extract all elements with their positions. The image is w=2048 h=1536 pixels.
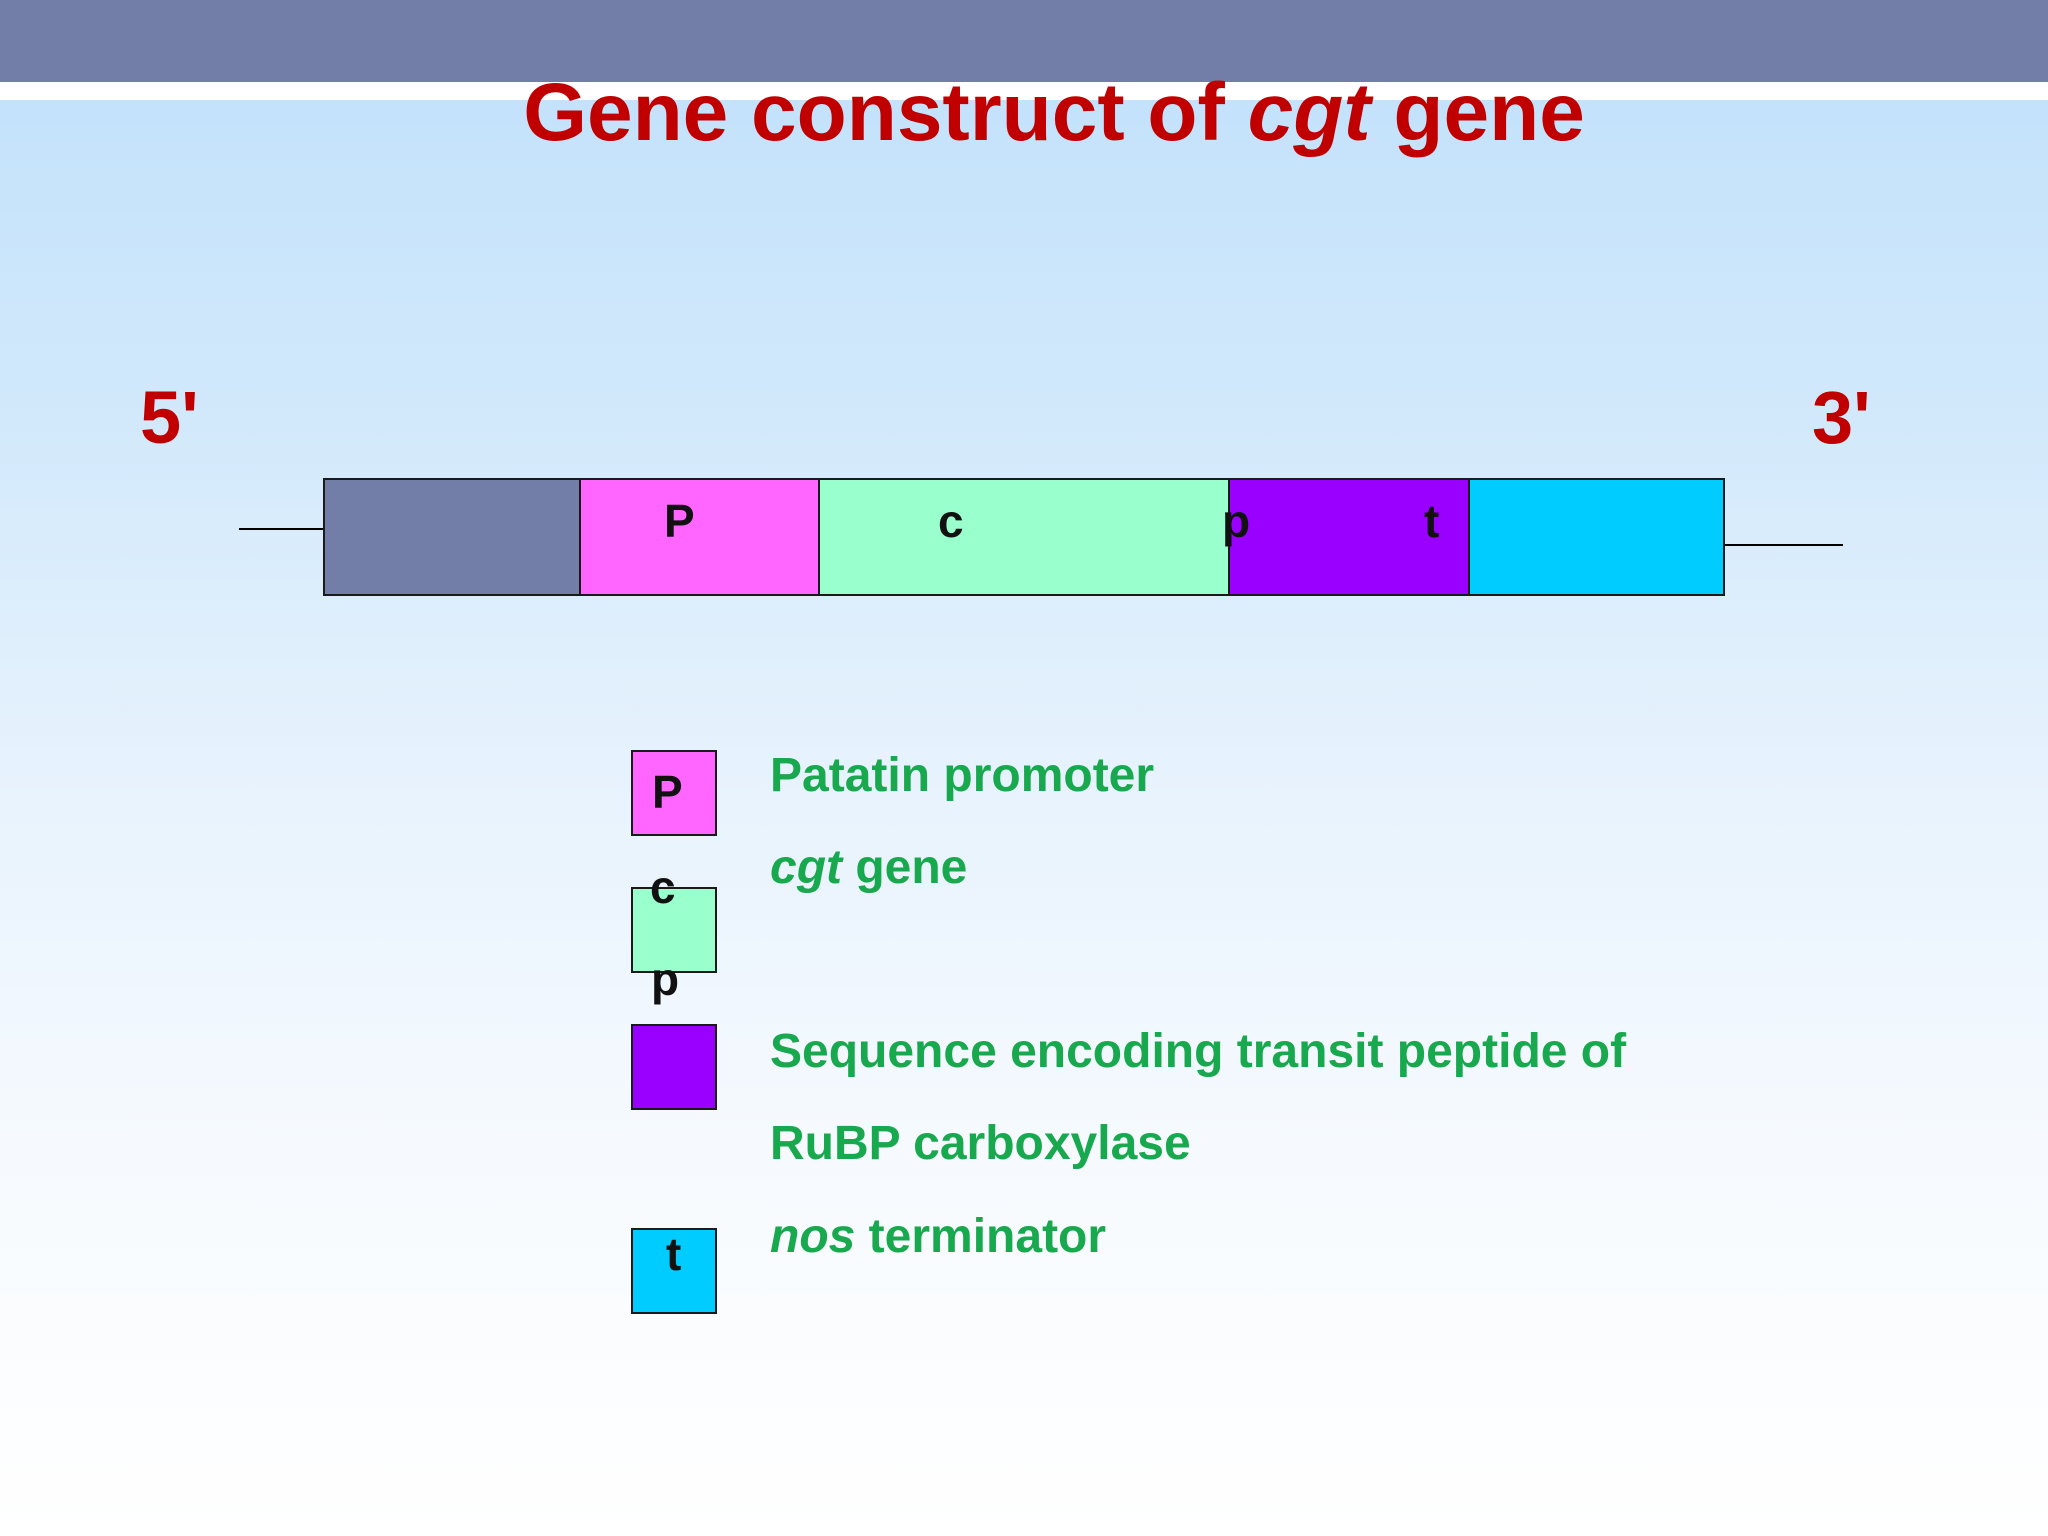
segment-promoter xyxy=(579,478,820,596)
legend-letter-promoter: P xyxy=(652,766,683,818)
legend-swatch-cgt xyxy=(631,887,717,973)
legend-terminator-rest: terminator xyxy=(855,1210,1107,1263)
legend-terminator-italic: nos xyxy=(770,1210,856,1263)
segment-vector-left xyxy=(323,478,581,596)
legend-swatch-transit xyxy=(631,1024,717,1110)
legend-text-promoter: Patatin promoter xyxy=(770,749,1155,802)
segment-letter-transit: p xyxy=(1222,495,1251,547)
legend-cgt-rest: gene xyxy=(842,841,968,894)
legend-letter-transit: p xyxy=(651,953,680,1005)
legend-swatch-terminator xyxy=(631,1228,717,1314)
header-bar xyxy=(0,0,2048,82)
left-strand-line xyxy=(239,528,325,530)
title-gene-name: cgt xyxy=(1247,67,1371,158)
three-prime-label: 3' xyxy=(1812,376,1871,459)
legend-text-cgt: cgt gene xyxy=(770,840,967,896)
legend-text-terminator: nos terminator xyxy=(770,1209,1106,1265)
segment-cgt-gene xyxy=(818,478,1230,596)
legend-letter-terminator: t xyxy=(666,1228,682,1280)
legend-text-transit-line1: Sequence encoding transit peptide of xyxy=(770,1025,1627,1078)
legend-text-transit-line2: RuBP carboxylase xyxy=(770,1117,1191,1170)
legend-swatch-promoter xyxy=(631,750,717,836)
legend-cgt-italic: cgt xyxy=(770,841,842,894)
segment-letter-promoter: P xyxy=(664,495,695,547)
right-strand-line xyxy=(1723,544,1843,546)
segment-letter-terminator: t xyxy=(1424,495,1440,547)
title-prefix: Gene construct of xyxy=(523,67,1248,158)
header-divider xyxy=(0,82,2048,100)
segment-terminator xyxy=(1468,478,1725,596)
title-suffix: gene xyxy=(1370,67,1585,158)
segment-letter-cgt: c xyxy=(938,495,964,547)
five-prime-label: 5' xyxy=(140,376,199,459)
legend-letter-cgt: c xyxy=(650,861,676,913)
slide-title: Gene construct of cgt gene xyxy=(0,68,2048,158)
